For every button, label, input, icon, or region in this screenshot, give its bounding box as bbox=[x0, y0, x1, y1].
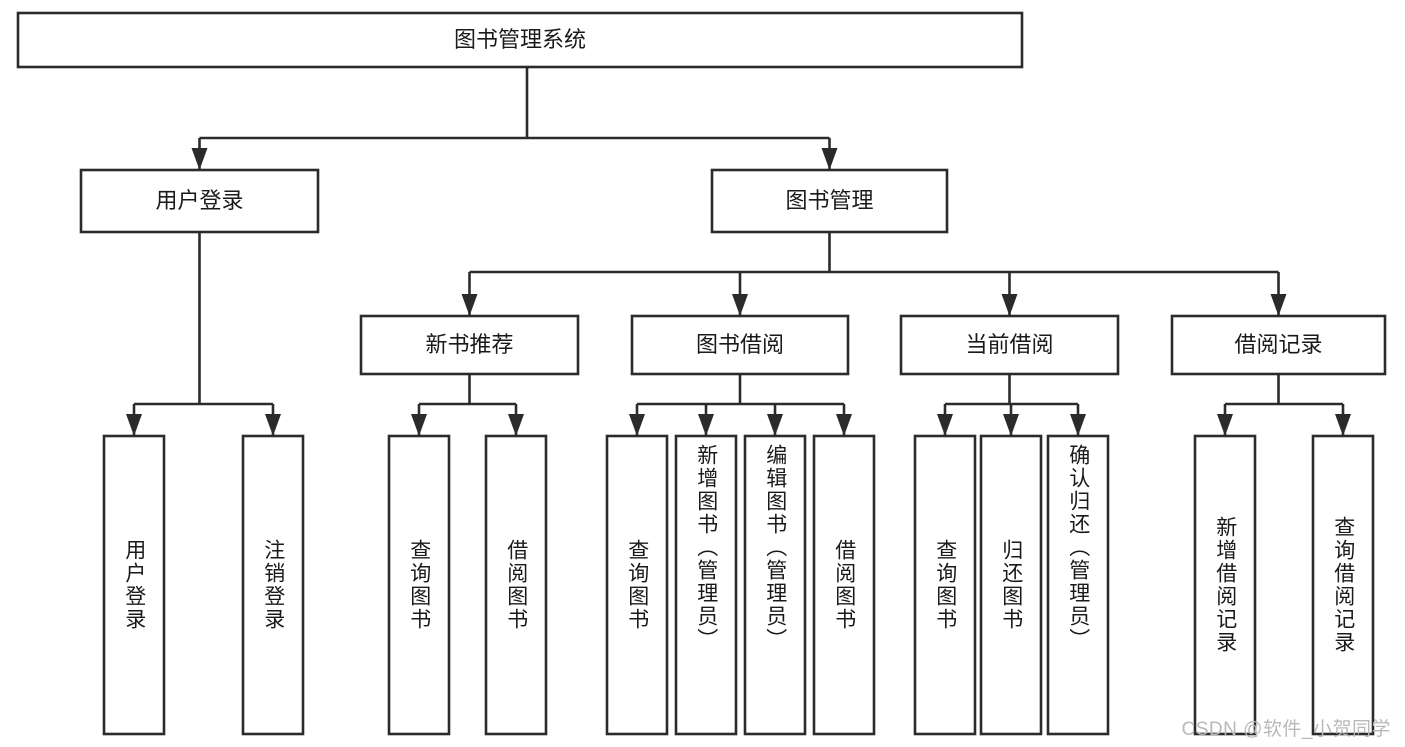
node-leaf-9[interactable] bbox=[979, 434, 1043, 736]
node-leaf-11[interactable] bbox=[1193, 434, 1257, 736]
node-l3-0[interactable] bbox=[359, 314, 580, 376]
arrow-head-icon bbox=[126, 414, 142, 436]
node-leaf-0[interactable] bbox=[102, 434, 166, 736]
node-l3-2[interactable] bbox=[899, 314, 1120, 376]
node-l3-1[interactable] bbox=[630, 314, 850, 376]
arrow-head-icon bbox=[1335, 414, 1351, 436]
arrow-head-icon bbox=[265, 414, 281, 436]
node-leaf-7[interactable] bbox=[812, 434, 876, 736]
node-l3-label-1: 图书借阅 bbox=[696, 332, 784, 357]
arrow-head-icon bbox=[629, 414, 645, 436]
arrow-head-icon bbox=[508, 414, 524, 436]
arrow-head-icon bbox=[411, 414, 427, 436]
arrow-head-icon bbox=[821, 148, 838, 170]
arrow-head-icon bbox=[698, 414, 714, 436]
node-l3-label-2: 当前借阅 bbox=[965, 332, 1053, 357]
node-l2-0[interactable] bbox=[79, 168, 320, 234]
arrow-head-icon bbox=[732, 294, 748, 316]
node-l2-label-0: 用户登录 bbox=[155, 188, 243, 213]
node-l2-1[interactable] bbox=[710, 168, 949, 234]
node-leaf-5[interactable] bbox=[674, 434, 738, 736]
arrow-head-icon bbox=[191, 148, 208, 170]
node-leaf-8[interactable] bbox=[913, 434, 977, 736]
node-leaf-1[interactable] bbox=[241, 434, 305, 736]
node-root-label: 图书管理系统 bbox=[454, 27, 586, 52]
node-root[interactable] bbox=[16, 11, 1024, 69]
node-leaf-10[interactable] bbox=[1046, 434, 1110, 736]
arrow-head-icon bbox=[1003, 414, 1019, 436]
node-l3-label-3: 借阅记录 bbox=[1234, 332, 1322, 357]
node-leaf-3[interactable] bbox=[484, 434, 548, 736]
node-box-layer bbox=[16, 11, 1387, 736]
arrow-head-icon bbox=[937, 414, 953, 436]
arrow-head-icon bbox=[1001, 294, 1018, 316]
arrow-head-icon bbox=[461, 294, 478, 316]
arrow-head-icon bbox=[1070, 414, 1086, 436]
watermark: CSDN @软件_小贺同学 bbox=[1181, 719, 1391, 740]
node-l3-3[interactable] bbox=[1170, 314, 1387, 376]
node-leaf-4[interactable] bbox=[605, 434, 669, 736]
arrow-head-icon bbox=[1217, 414, 1233, 436]
connector-layer bbox=[126, 67, 1351, 436]
arrow-head-icon bbox=[767, 414, 783, 436]
node-leaf-6[interactable] bbox=[743, 434, 807, 736]
arrow-head-icon bbox=[1270, 294, 1287, 316]
arrow-head-icon bbox=[836, 414, 852, 436]
node-l2-label-1: 图书管理 bbox=[785, 188, 873, 213]
node-leaf-12[interactable] bbox=[1311, 434, 1375, 736]
node-l3-label-0: 新书推荐 bbox=[425, 332, 513, 357]
node-leaf-2[interactable] bbox=[387, 434, 451, 736]
